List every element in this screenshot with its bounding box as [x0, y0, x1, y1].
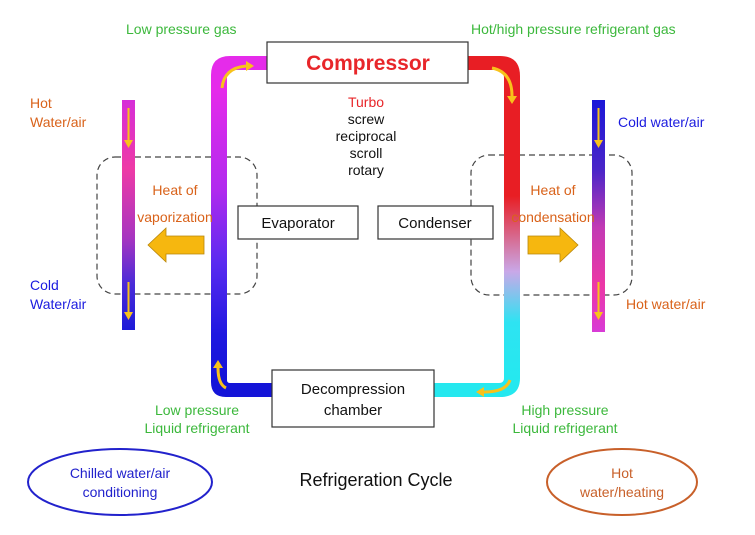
- flow-arrows: [216, 64, 514, 394]
- left-ellipse-label-2: conditioning: [83, 484, 158, 500]
- pipe-top-right-corner: [468, 56, 520, 100]
- compressor-type-rotary: rotary: [348, 162, 384, 178]
- condenser-label: Condenser: [398, 215, 471, 232]
- low-pressure-gas-label: Low pressure gas: [126, 21, 237, 37]
- left-heat-region: [96, 156, 258, 295]
- left-water-bar: [122, 100, 135, 330]
- right-ellipse: [546, 448, 698, 516]
- compressor-type-turbo: Turbo: [348, 94, 384, 110]
- flow-arrow-top-left: [220, 64, 247, 89]
- flow-arrow-bottom-right: [483, 379, 512, 394]
- pipe-top-left-corner: [211, 56, 268, 92]
- high-pressure-liquid-label-2: Liquid refrigerant: [512, 420, 617, 436]
- right-heat-label-2: condensation: [511, 209, 594, 225]
- left-top-label-2: Water/air: [30, 114, 87, 130]
- right-ellipse-label-2: water/heating: [579, 484, 664, 500]
- evaporator-label: Evaporator: [261, 215, 334, 232]
- high-pressure-gas-label: Hot/high pressure refrigerant gas: [471, 21, 676, 37]
- right-water-bar: [592, 100, 605, 332]
- right-heat-label-1: Heat of: [530, 182, 575, 198]
- decompression-box: [271, 369, 435, 428]
- right-top-label: Cold water/air: [618, 114, 705, 130]
- diagram-title: Refrigeration Cycle: [299, 470, 452, 490]
- flow-arrow-top-right: [491, 66, 514, 97]
- right-bar-arrows: [594, 108, 603, 320]
- left-bar-arrows: [124, 108, 133, 320]
- compressor-type-reciprocal: reciprocal: [336, 128, 397, 144]
- right-bottom-label: Hot water/air: [626, 296, 706, 312]
- left-ellipse-label-1: Chilled water/air: [70, 465, 171, 481]
- low-pressure-liquid-label-1: Low pressure: [155, 402, 239, 418]
- left-ellipse: [27, 448, 213, 516]
- low-pressure-liquid-label-2: Liquid refrigerant: [144, 420, 249, 436]
- decompression-label-line2: chamber: [324, 402, 382, 419]
- pipe-bottom-left-corner: [211, 376, 272, 397]
- left-top-label-1: Hot: [30, 95, 52, 111]
- pipe-left: [211, 90, 227, 378]
- flow-arrow-bottom-left: [216, 367, 227, 390]
- compressor-type-screw: screw: [348, 111, 385, 127]
- compressor-label: Compressor: [306, 52, 430, 75]
- left-heat-arrow: [147, 227, 205, 263]
- compressor-box: [266, 41, 469, 84]
- condenser-box: [377, 205, 494, 240]
- right-heat-arrow: [527, 227, 579, 263]
- left-heat-label-1: Heat of: [152, 182, 197, 198]
- pipe-right: [504, 98, 520, 378]
- decompression-label-line1: Decompression: [301, 381, 405, 398]
- pipe-bottom-right-corner: [434, 376, 520, 397]
- compressor-type-scroll: scroll: [350, 145, 383, 161]
- left-heat-label-2: vaporization: [137, 209, 213, 225]
- high-pressure-liquid-label-1: High pressure: [521, 402, 608, 418]
- right-ellipse-label-1: Hot: [611, 465, 633, 481]
- right-heat-region: [470, 154, 633, 296]
- left-bottom-label-1: Cold: [30, 277, 59, 293]
- left-bottom-label-2: Water/air: [30, 296, 87, 312]
- evaporator-box: [237, 205, 359, 240]
- flow-arrow-heads: [213, 61, 517, 397]
